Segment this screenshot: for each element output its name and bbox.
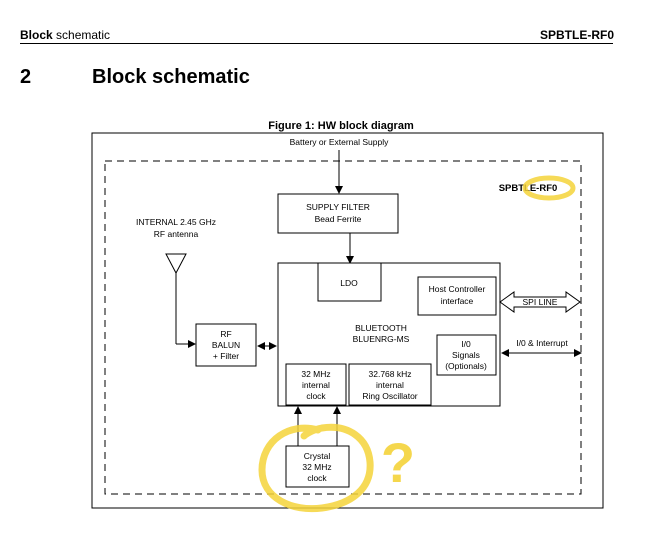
crystal-line2: 32 MHz bbox=[302, 462, 331, 472]
figure-title: Figure 1: HW block diagram bbox=[268, 120, 414, 132]
page-header-left: Block schematic bbox=[20, 28, 110, 42]
crystal-line1: Crystal bbox=[304, 451, 331, 461]
ring-oscillator-line1: 32.768 kHz bbox=[369, 369, 412, 379]
module-boundary bbox=[104, 160, 582, 495]
supply-filter-box bbox=[277, 193, 399, 234]
section-title: Block schematic bbox=[92, 66, 250, 88]
clock-32mhz-line2: internal bbox=[302, 380, 330, 390]
header-left-bold: Block bbox=[20, 28, 53, 42]
rf-balun-line1: RF bbox=[220, 329, 231, 339]
supply-filter-line1: SUPPLY FILTER bbox=[306, 202, 370, 212]
io-signals-box bbox=[436, 334, 497, 376]
clock-32mhz-line1: 32 MHz bbox=[301, 369, 330, 379]
host-controller-box bbox=[417, 276, 497, 316]
crystal-line3: clock bbox=[307, 473, 327, 483]
rf-balun-line3: + Filter bbox=[213, 351, 239, 361]
ldo-box bbox=[317, 262, 382, 302]
section-number: 2 bbox=[20, 66, 32, 88]
host-controller-line1: Host Controller bbox=[429, 284, 486, 294]
clock-32mhz-box bbox=[285, 363, 347, 406]
ring-oscillator-line3: Ring Oscillator bbox=[362, 391, 417, 401]
io-signals-line3: (Optionals) bbox=[445, 361, 487, 371]
crystal-box bbox=[285, 445, 350, 488]
highlight-circle-module bbox=[522, 175, 576, 201]
ldo-label: LDO bbox=[340, 278, 358, 288]
ring-oscillator-line2: internal bbox=[376, 380, 404, 390]
battery-label: Battery or External Supply bbox=[290, 137, 389, 147]
io-signals-line1: I/0 bbox=[461, 339, 471, 349]
antenna-label-line2: RF antenna bbox=[154, 229, 199, 239]
ring-oscillator-box bbox=[348, 363, 432, 406]
header-left-rest: schematic bbox=[52, 28, 111, 42]
page-header-right: SPBTLE-RF0 bbox=[539, 28, 614, 42]
question-mark-annotation: ? bbox=[381, 431, 415, 494]
antenna-icon bbox=[165, 253, 187, 275]
rf-balun-box bbox=[195, 323, 257, 367]
bluetooth-line1: BLUETOOTH bbox=[355, 323, 407, 333]
rf-balun-line2: BALUN bbox=[212, 340, 240, 350]
clock-32mhz-line3: clock bbox=[306, 391, 326, 401]
spi-line-label: SPI LINE bbox=[523, 297, 558, 307]
figure-frame bbox=[91, 132, 604, 509]
io-interrupt-label: I/0 & Interrupt bbox=[516, 338, 568, 348]
highlight-circle-crystal bbox=[258, 423, 374, 513]
module-label: SPBTLE-RF0 bbox=[499, 183, 558, 194]
header-divider bbox=[20, 43, 613, 44]
supply-filter-line2: Bead Ferrite bbox=[315, 214, 362, 224]
antenna-label-line1: INTERNAL 2.45 GHz bbox=[136, 217, 216, 227]
bluetooth-line2: BLUENRG-MS bbox=[353, 334, 410, 344]
spi-line-arrow bbox=[499, 291, 581, 313]
io-signals-line2: Signals bbox=[452, 350, 480, 360]
host-controller-line2: interface bbox=[441, 296, 474, 306]
